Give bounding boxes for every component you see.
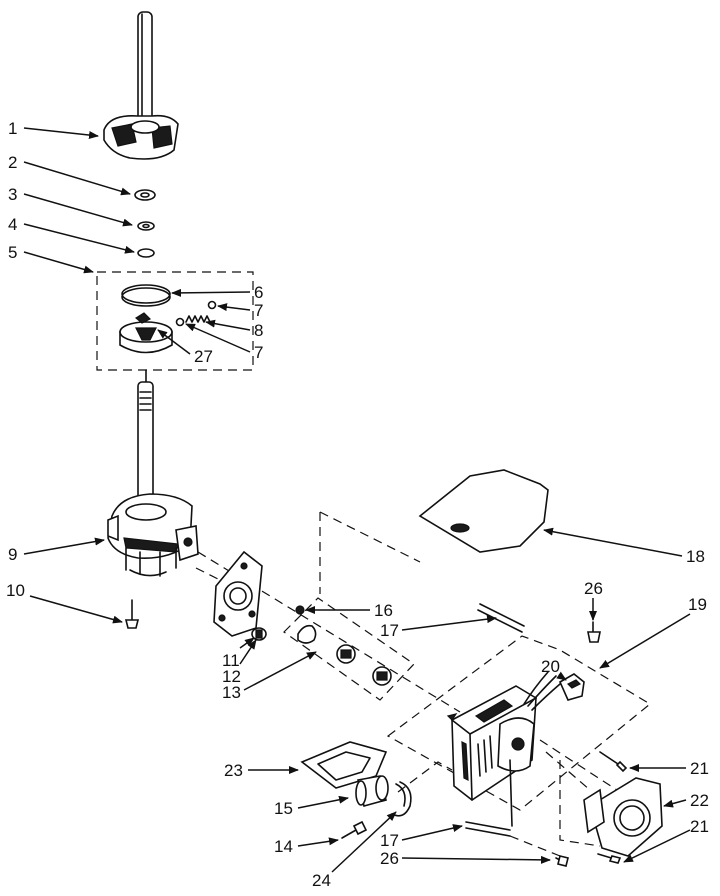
clutch-hub-part-27 bbox=[119, 312, 173, 354]
screw-part-26-upper bbox=[587, 621, 601, 643]
washer-part-4 bbox=[137, 248, 155, 258]
callout-14: 14 bbox=[274, 837, 293, 856]
screw-part-14 bbox=[341, 820, 368, 839]
callout-9: 9 bbox=[8, 545, 17, 564]
callout-18: 18 bbox=[686, 547, 705, 566]
screw-part-16 bbox=[295, 605, 305, 615]
screw-part-26-lower bbox=[555, 855, 569, 867]
pin-part-17-upper bbox=[477, 603, 525, 633]
callout-17-lower: 17 bbox=[380, 831, 399, 850]
callout-11: 11 bbox=[222, 651, 240, 670]
callout-26-upper: 26 bbox=[584, 579, 603, 598]
callout-1: 1 bbox=[8, 119, 17, 138]
washer-part-2 bbox=[134, 189, 156, 201]
callout-7-upper: 7 bbox=[254, 301, 263, 320]
agitator-shaft-part-1 bbox=[103, 11, 179, 160]
gearcase-part-9 bbox=[107, 369, 199, 577]
callout-17-upper: 17 bbox=[380, 621, 399, 640]
callout-6: 6 bbox=[254, 283, 263, 302]
leaders bbox=[23, 127, 691, 873]
callout-13: 13 bbox=[222, 683, 241, 702]
pin-part-21-lower bbox=[597, 853, 622, 864]
callout-8: 8 bbox=[254, 321, 263, 340]
callout-3: 3 bbox=[8, 185, 17, 204]
pump-part-22 bbox=[583, 777, 663, 857]
spring-part-8 bbox=[185, 315, 211, 323]
callout-5: 5 bbox=[8, 243, 17, 262]
bushing-part-12 bbox=[251, 627, 267, 641]
callout-2: 2 bbox=[8, 153, 17, 172]
callout-15: 15 bbox=[274, 799, 293, 818]
callout-24: 24 bbox=[312, 871, 331, 890]
callout-12: 12 bbox=[222, 667, 241, 686]
strap-part-24 bbox=[391, 781, 412, 817]
plug-part-7-lower bbox=[175, 317, 185, 327]
pin-part-17-lower bbox=[465, 821, 511, 837]
callout-22: 22 bbox=[690, 791, 709, 810]
mounting-plate-part-11 bbox=[213, 550, 263, 637]
clutch-ring-part-6 bbox=[121, 284, 171, 307]
capacitor-part-15 bbox=[355, 775, 389, 807]
pin-part-21-upper bbox=[599, 751, 628, 773]
callout-26-lower: 26 bbox=[380, 849, 399, 868]
callout-21-lower: 21 bbox=[690, 817, 709, 836]
callout-19: 19 bbox=[688, 595, 707, 614]
motor bbox=[446, 671, 561, 827]
gasket-part-23 bbox=[300, 741, 388, 789]
kit-box-part-19 bbox=[386, 635, 652, 811]
callout-4: 4 bbox=[8, 215, 17, 234]
callout-27: 27 bbox=[194, 347, 213, 366]
callout-16: 16 bbox=[374, 601, 393, 620]
callout-10: 10 bbox=[6, 581, 25, 600]
screw-part-10 bbox=[124, 599, 140, 629]
coupling-part-13 bbox=[297, 624, 392, 686]
plug-part-7-upper bbox=[207, 300, 217, 310]
callout-20: 20 bbox=[541, 657, 560, 676]
callout-21-upper: 21 bbox=[690, 759, 709, 778]
washer-part-3 bbox=[137, 221, 155, 231]
kit-box-part-5 bbox=[96, 271, 254, 371]
callout-23: 23 bbox=[224, 761, 243, 780]
callout-7-lower: 7 bbox=[254, 343, 263, 362]
gasket-part-18 bbox=[418, 469, 549, 553]
